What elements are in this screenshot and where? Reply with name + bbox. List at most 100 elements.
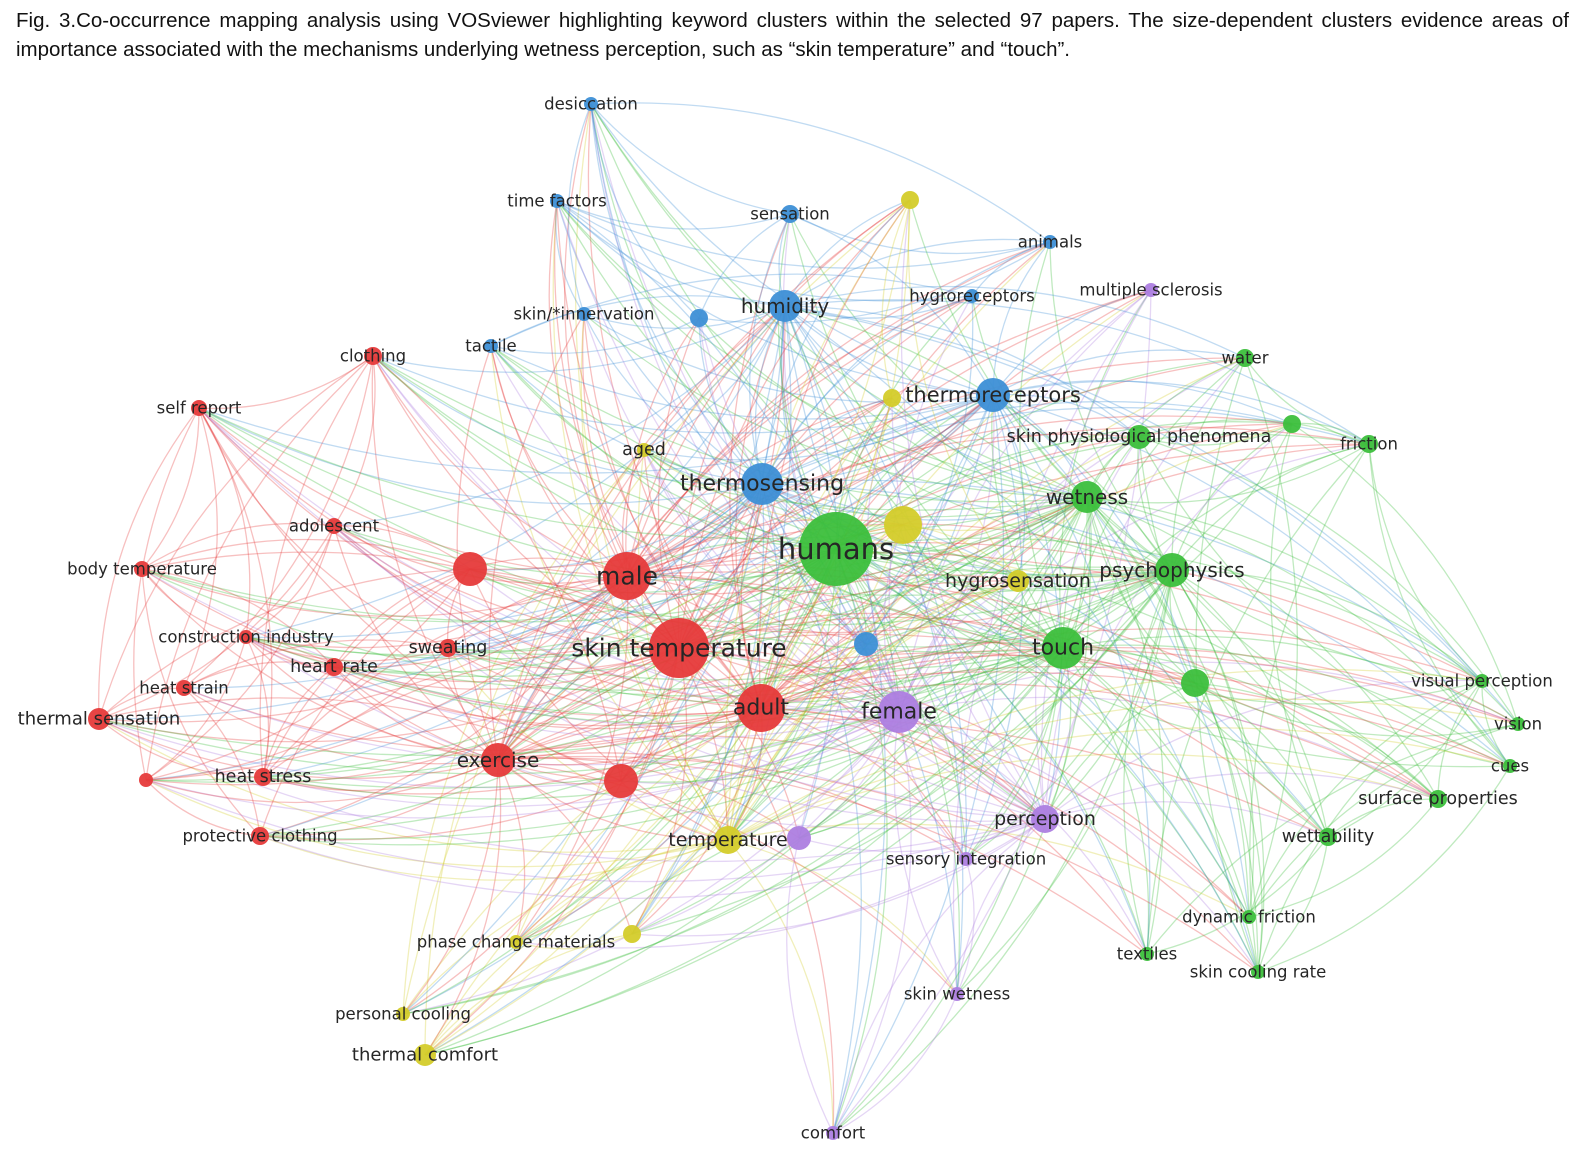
edge-humidity-skin-temperature <box>677 305 786 649</box>
node-perception[interactable] <box>1031 805 1059 833</box>
edge-animals-hygroreceptors <box>971 241 1051 297</box>
node-sensory-integration[interactable] <box>959 852 973 866</box>
node-surface-properties[interactable] <box>1429 790 1447 808</box>
label-desiccation: desiccation <box>544 95 638 114</box>
edge-red-unlabeled-1-female <box>469 568 900 713</box>
edge-skin-cooling-rate-humidity <box>784 305 1259 973</box>
edge-perception-touch <box>1044 647 1072 820</box>
node-skin-innervation[interactable] <box>577 307 591 321</box>
node-temperature[interactable] <box>714 826 742 854</box>
edge-temperature-male <box>626 575 729 841</box>
node-multiple-sclerosis[interactable] <box>1144 283 1158 297</box>
edge-thermoreceptors-touch <box>991 394 1064 649</box>
edge-blue-unlabeled-1-wetness <box>698 317 1088 498</box>
edge-self-report-red-unlabeled-3 <box>133 407 200 781</box>
node-thermoreceptors[interactable] <box>976 378 1010 412</box>
edge-tactile-female <box>490 345 900 713</box>
node-blue-unlabeled-1[interactable] <box>690 309 708 327</box>
node-phase-change-materials[interactable] <box>509 935 523 949</box>
node-visual-perception[interactable] <box>1475 674 1489 688</box>
node-humans[interactable] <box>799 512 873 586</box>
edge-self-report-thermal-sensation <box>98 407 200 720</box>
node-touch[interactable] <box>1042 627 1084 669</box>
node-vision[interactable] <box>1511 717 1525 731</box>
node-red-unlabeled-1[interactable] <box>453 552 487 586</box>
edge-purple-unlabeled-1-exercise <box>497 757 800 839</box>
node-aged[interactable] <box>637 443 651 457</box>
node-skin-wetness[interactable] <box>950 987 964 1001</box>
edge-tactile-touch <box>490 345 1064 649</box>
node-yellow-unlabeled-1[interactable] <box>901 191 919 209</box>
node-adult[interactable] <box>737 684 785 732</box>
node-heat-strain[interactable] <box>176 680 192 696</box>
edge-phase-change-materials-male <box>515 575 629 943</box>
node-textiles[interactable] <box>1140 947 1154 961</box>
node-hygrosensation[interactable] <box>1007 570 1029 592</box>
node-protective-clothing[interactable] <box>251 827 269 845</box>
edge-vision-green-unlabeled-1 <box>1291 423 1519 725</box>
node-yellow-unlabeled-4[interactable] <box>623 925 641 943</box>
edge-surface-properties-perception <box>1044 772 1439 820</box>
node-exercise[interactable] <box>481 743 515 777</box>
edge-hygrosensation-temperature <box>727 580 1019 841</box>
node-sensation[interactable] <box>781 205 799 223</box>
edge-time-factors-wetness <box>556 200 1088 498</box>
node-yellow-unlabeled-3[interactable] <box>883 389 901 407</box>
edge-red-unlabeled-3-construction-industry <box>145 636 247 781</box>
node-wetness[interactable] <box>1071 481 1103 513</box>
node-personal-cooling[interactable] <box>396 1007 410 1021</box>
edge-body-temperature-adult <box>141 568 762 717</box>
node-self-report[interactable] <box>191 400 207 416</box>
node-skin-temperature[interactable] <box>649 618 709 678</box>
edge-heat-strain-exercise <box>183 687 499 765</box>
node-sweating[interactable] <box>439 639 457 657</box>
node-thermosensing[interactable] <box>741 463 783 505</box>
edge-thermal-comfort-exercise <box>424 759 502 1056</box>
edge-surface-properties-wettability <box>1327 798 1439 838</box>
node-humidity[interactable] <box>769 290 801 322</box>
node-yellow-unlabeled-2[interactable] <box>884 506 922 544</box>
node-thermal-sensation[interactable] <box>88 708 110 730</box>
node-water[interactable] <box>1236 349 1254 367</box>
node-male[interactable] <box>603 552 651 600</box>
edge-water-touch <box>1062 357 1246 649</box>
node-heart-rate[interactable] <box>325 658 343 676</box>
node-hygroreceptors[interactable] <box>965 289 979 303</box>
node-green-unlabeled-1[interactable] <box>1283 415 1301 433</box>
node-skin-cooling-rate[interactable] <box>1251 965 1265 979</box>
node-red-unlabeled-2[interactable] <box>604 764 638 798</box>
edge-thermoreceptors-skin-temperature <box>678 394 994 649</box>
node-tactile[interactable] <box>484 339 498 353</box>
node-clothing[interactable] <box>364 347 382 365</box>
node-construction-industry[interactable] <box>239 630 253 644</box>
edge-phase-change-materials-skin-temperature <box>515 647 680 943</box>
label-time-factors: time factors <box>507 192 606 211</box>
node-thermal-comfort[interactable] <box>414 1044 436 1066</box>
edge-cues-adult <box>760 665 1511 767</box>
edge-green-unlabeled-2-vision <box>1194 682 1519 737</box>
node-psychophysics[interactable] <box>1155 553 1189 587</box>
node-animals[interactable] <box>1043 235 1057 249</box>
node-female[interactable] <box>878 691 920 733</box>
node-wettability[interactable] <box>1319 828 1337 846</box>
node-friction[interactable] <box>1360 435 1378 453</box>
edge-water-friction <box>1244 357 1370 445</box>
node-dynamic-friction[interactable] <box>1242 910 1256 924</box>
edge-dynamic-friction-surface-properties <box>1248 798 1439 918</box>
node-desiccation[interactable] <box>584 97 598 111</box>
node-time-factors[interactable] <box>550 194 564 208</box>
node-adolescent[interactable] <box>326 518 342 534</box>
node-skin-physiological-phenomena[interactable] <box>1127 425 1151 449</box>
edge-animals-exercise <box>497 241 1051 761</box>
node-cues[interactable] <box>1503 759 1517 773</box>
node-green-unlabeled-2[interactable] <box>1181 669 1209 697</box>
edge-self-report-sweating <box>198 407 449 649</box>
node-heat-stress[interactable] <box>254 768 272 786</box>
edge-self-report-wetness <box>198 407 1088 540</box>
edge-female-thermosensing <box>761 483 900 713</box>
node-body-temperature[interactable] <box>134 561 150 577</box>
node-red-unlabeled-3[interactable] <box>139 773 153 787</box>
node-blue-unlabeled-2[interactable] <box>854 632 878 656</box>
node-purple-unlabeled-1[interactable] <box>787 826 811 850</box>
node-comfort[interactable] <box>826 1126 840 1140</box>
